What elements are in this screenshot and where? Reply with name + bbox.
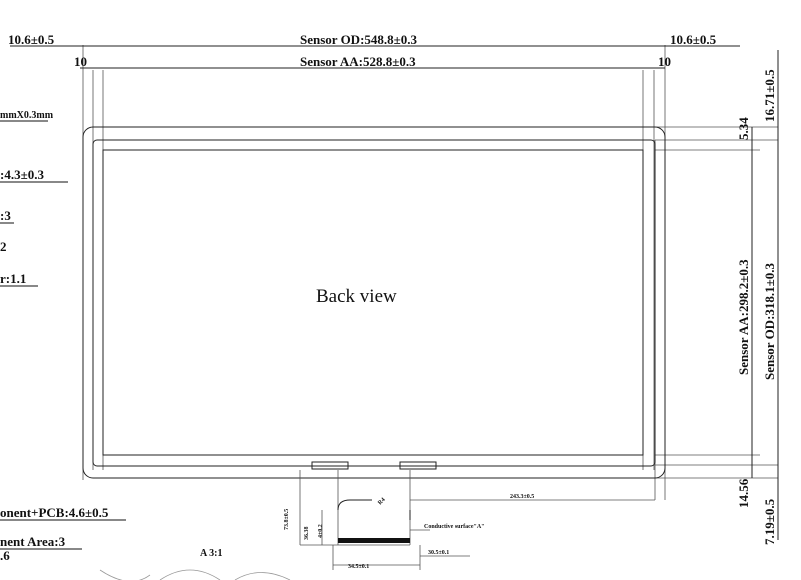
left-note-4: 2 <box>0 239 7 254</box>
right-bottom-margin: 7.19±0.5 <box>762 498 777 545</box>
flex-tail <box>299 461 655 570</box>
right-top-offset: 5.34 <box>736 117 751 140</box>
back-view-label: Back view <box>316 286 397 307</box>
bottom-sketch-arcs <box>99 569 291 580</box>
bottom-left-note-1: onent+PCB:4.6±0.5 <box>0 505 109 520</box>
extension-lines <box>82 45 666 500</box>
sensor-od-height: Sensor OD:318.1±0.3 <box>762 262 777 380</box>
left-note-1: mmX0.3mm <box>0 110 54 121</box>
tail-inner-label-1: 36.38 <box>304 527 310 541</box>
tail-offset-label: 243.3±0.5 <box>510 494 534 500</box>
tail-width-2: 34.5±0.1 <box>348 564 369 570</box>
right-bottom-offset: 14.56 <box>736 478 751 508</box>
right-top-margin: 16.71±0.5 <box>762 69 777 122</box>
right-dimension-lines <box>655 50 779 540</box>
aa-offset-right: 10 <box>658 54 671 69</box>
conductive-surface-label: Conductive surface"A" <box>424 524 485 530</box>
tail-width-1: 30.5±0.1 <box>428 550 449 556</box>
sensor-aa-height: Sensor AA:298.2±0.3 <box>736 259 751 375</box>
top-dimension-lines <box>10 45 740 69</box>
left-note-5: r:1.1 <box>0 271 26 286</box>
top-right-margin: 10.6±0.5 <box>670 32 717 47</box>
left-note-2: :4.3±0.3 <box>0 167 44 182</box>
tail-inner-label-2: 4±0.2 <box>318 524 324 538</box>
bottom-left-note-3: .6 <box>0 548 10 563</box>
left-note-3: :3 <box>0 208 11 223</box>
scale-label: A 3:1 <box>200 548 223 559</box>
top-left-margin: 10.6±0.5 <box>8 32 55 47</box>
sensor-od-width: Sensor OD:548.8±0.3 <box>300 32 418 47</box>
sensor-aa-width: Sensor AA:528.8±0.3 <box>300 54 416 69</box>
tail-radius-label: R4 <box>377 497 386 506</box>
aa-offset-left: 10 <box>74 54 87 69</box>
tail-height-label: 73.8±0.5 <box>284 509 290 530</box>
bottom-left-note-2: nent Area:3 <box>0 534 66 549</box>
